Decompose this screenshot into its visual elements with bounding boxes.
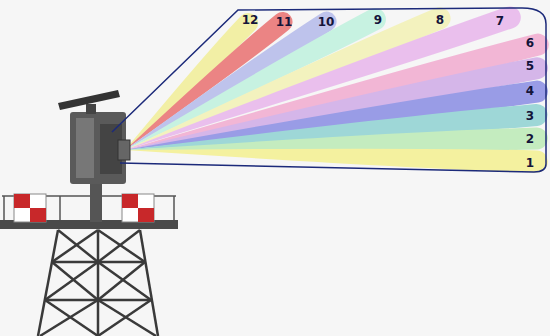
- callout-number: 10: [318, 16, 335, 28]
- beam: [123, 79, 549, 161]
- callout-number: 7: [496, 15, 504, 27]
- callout-number: 8: [436, 14, 444, 26]
- coverage-outline: [112, 8, 546, 172]
- callout-number: 3: [526, 110, 534, 122]
- mast: [90, 180, 102, 222]
- callout-number: 4: [526, 85, 534, 97]
- beam-fan: [118, 4, 550, 173]
- callout-number: 5: [526, 60, 534, 72]
- antenna-mount: [86, 104, 96, 114]
- callout-number: 2: [526, 133, 534, 145]
- callout-number: 1: [526, 157, 534, 169]
- tower-lattice: [38, 230, 158, 336]
- beam: [122, 31, 550, 160]
- callout-number: 11: [276, 16, 293, 28]
- beam: [123, 55, 550, 161]
- callout-number: 12: [242, 14, 259, 26]
- warning-panel: [14, 194, 154, 222]
- callout-number: 6: [526, 37, 534, 49]
- feed-horn: [118, 140, 130, 160]
- radar-panel: [76, 118, 94, 178]
- callout-number: 9: [374, 14, 382, 26]
